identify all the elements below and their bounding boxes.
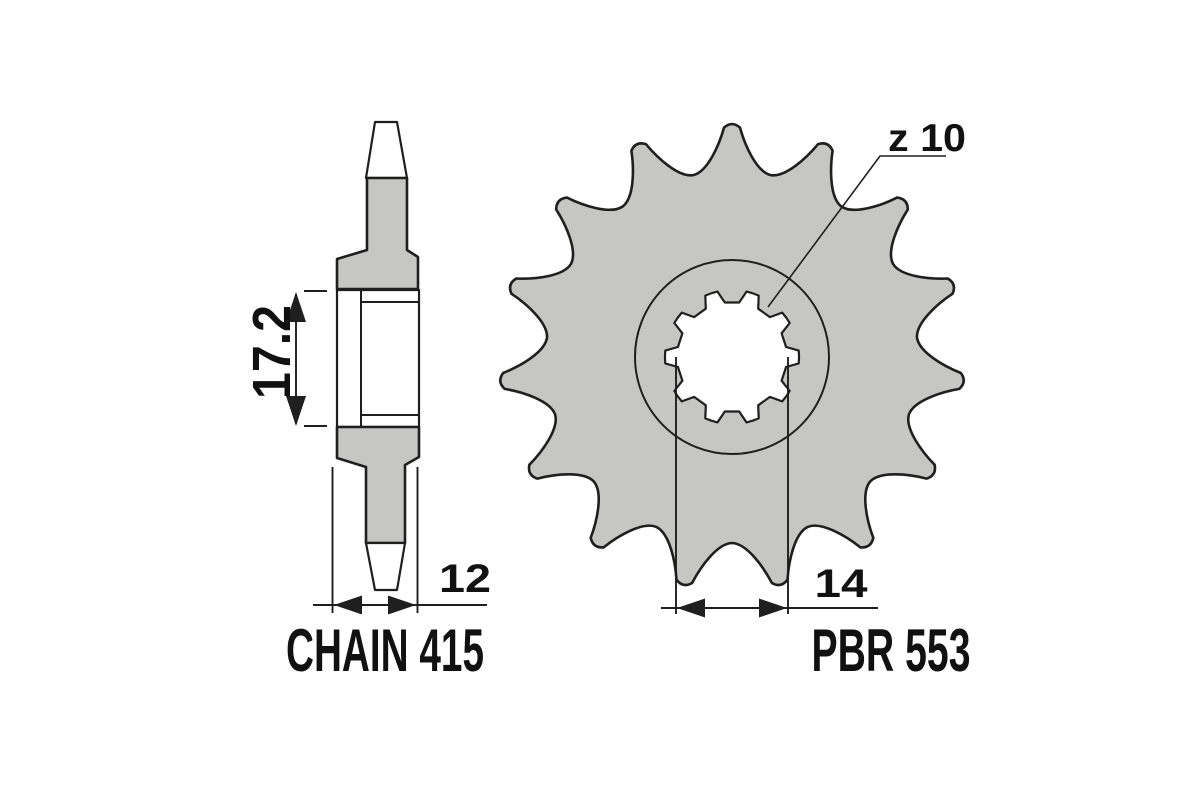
dim-12-value: 12 xyxy=(439,557,491,601)
dim-14-value: 14 xyxy=(815,562,869,606)
dim-17-2-arrow-down xyxy=(286,396,306,426)
dim-14: 14 xyxy=(661,357,878,618)
dim-12-arrow-right xyxy=(388,595,416,615)
hub-boss-circle xyxy=(634,259,830,455)
dim-17-2-arrow-up xyxy=(286,292,306,322)
chain-label: CHAIN 415 xyxy=(286,617,484,684)
side-lower-tooth-tip xyxy=(364,541,407,592)
dim-17-2-value: 17.2 xyxy=(242,305,302,399)
side-hub xyxy=(335,288,421,429)
side-upper-flange xyxy=(335,176,420,291)
splined-bore xyxy=(663,290,801,424)
dim-14-arrow-right xyxy=(759,598,787,618)
spline-callout: z 10 xyxy=(767,117,966,308)
dim-17-2: 17.2 xyxy=(242,290,327,427)
side-view: 17.2 12 CHAIN 415 xyxy=(242,120,491,684)
dim-12: 12 xyxy=(313,467,491,615)
part-number-label: PBR 553 xyxy=(812,617,971,684)
spline-leader-line xyxy=(767,155,946,308)
dim-12-arrow-left xyxy=(334,595,362,615)
side-lower-flange xyxy=(335,425,421,545)
spline-count-label: z 10 xyxy=(888,117,966,160)
side-upper-tooth-tip xyxy=(364,120,409,180)
dim-14-arrow-left xyxy=(677,598,705,618)
front-view: 14 z 10 PBR 553 xyxy=(499,117,971,684)
